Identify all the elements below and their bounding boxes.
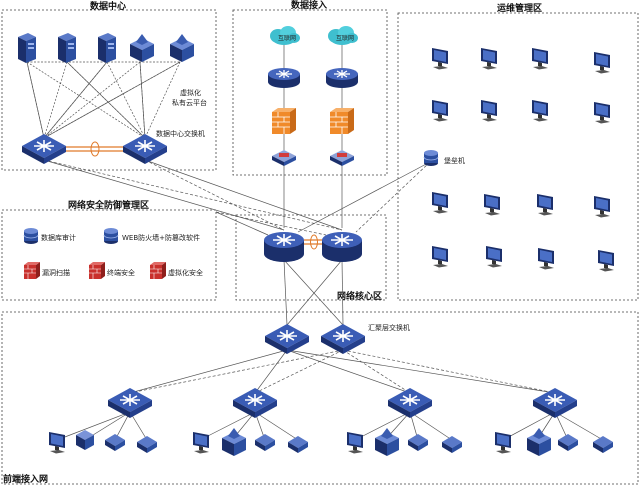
- virtual-platform-label-1: 虚拟化: [180, 88, 201, 97]
- database-icon: [103, 227, 119, 245]
- monitor-icon: [432, 48, 448, 70]
- monitor-icon: [537, 194, 553, 216]
- cloud-label-2: 互联网: [336, 34, 354, 42]
- database-icon: [423, 149, 439, 167]
- virtual-platform-label-2: 私有云平台: [172, 98, 207, 107]
- zone-label-data-access: 数据接入: [291, 0, 327, 11]
- access-switch-icon: [532, 387, 578, 419]
- monitor-icon: [484, 194, 500, 216]
- firewall-icon: [271, 107, 297, 135]
- monitor-icon: [432, 246, 448, 268]
- aggregation-switch-2-icon: [320, 323, 366, 355]
- zone-label-ops: 运维管理区: [497, 2, 542, 14]
- server-icon: [98, 33, 116, 63]
- terminal-cube-icon: [527, 428, 551, 456]
- camera-icon: [593, 436, 613, 453]
- access-switch-icon: [107, 387, 153, 419]
- terminal-cube-icon: [375, 428, 399, 456]
- monitor-icon: [594, 196, 610, 218]
- zone-label-security: 网络安全防御管理区: [68, 199, 149, 211]
- monitor-icon: [495, 432, 511, 454]
- zone-frames: [1, 9, 639, 485]
- bastion-label: 堡垒机: [444, 156, 465, 165]
- camera-icon: [255, 434, 275, 451]
- monitor-icon: [532, 100, 548, 122]
- zone-label-data-center: 数据中心: [90, 0, 126, 12]
- monitor-icon: [49, 432, 65, 454]
- zone-network-core: [235, 214, 387, 301]
- monitor-icon: [598, 250, 614, 272]
- terminal-security-icon: [88, 261, 106, 280]
- appliance-icon: [130, 34, 154, 62]
- monitor-icon: [432, 192, 448, 214]
- vuln-scan-icon: [23, 261, 41, 280]
- zone-label-frontend: 前端接入网: [3, 473, 48, 485]
- zone-data-access: [232, 9, 388, 176]
- firewall-icon: [329, 107, 355, 135]
- monitor-icon: [432, 100, 448, 122]
- data-center-servers: [18, 33, 194, 63]
- terminal-cube-icon: [76, 430, 94, 450]
- dc-switch-label: 数据中心交换机: [156, 129, 205, 138]
- cloud-label-1: 互联网: [278, 34, 296, 42]
- camera-icon: [442, 436, 462, 453]
- dc-switch-2-icon: [122, 133, 168, 165]
- virtual-security-icon: [149, 261, 167, 280]
- router-icon: [267, 67, 301, 89]
- gateway-icon: [330, 150, 354, 166]
- web-firewall-label: WEB防火墙+防篡改软件: [122, 233, 200, 242]
- links: [26, 45, 604, 441]
- server-icon: [58, 33, 76, 63]
- frontend-terminals: [49, 428, 613, 456]
- virtual-security-label: 虚拟化安全: [168, 268, 203, 277]
- monitor-icon: [532, 48, 548, 70]
- monitor-icon: [347, 432, 363, 454]
- vuln-scan-label: 漏洞扫描: [42, 268, 70, 277]
- terminal-security-label: 终端安全: [107, 268, 135, 277]
- core-router-2-icon: [321, 231, 363, 263]
- gateway-icon: [272, 150, 296, 166]
- camera-icon: [105, 434, 125, 451]
- camera-icon: [288, 436, 308, 453]
- zone-ops-management: [397, 12, 639, 301]
- zone-data-center: [1, 9, 217, 171]
- access-switch-icon: [232, 387, 278, 419]
- monitor-icon: [594, 102, 610, 124]
- core-router-1-icon: [263, 231, 305, 263]
- zone-frontend-access: [1, 311, 639, 485]
- server-icon: [18, 33, 36, 63]
- appliance-icon: [170, 34, 194, 62]
- camera-icon: [408, 434, 428, 451]
- monitor-icon: [486, 246, 502, 268]
- access-switch-icon: [387, 387, 433, 419]
- monitor-icon: [594, 52, 610, 74]
- monitor-icon: [193, 432, 209, 454]
- camera-icon: [137, 436, 157, 453]
- terminal-cube-icon: [222, 428, 246, 456]
- zone-label-core: 网络核心区: [337, 290, 382, 302]
- monitor-icon: [481, 100, 497, 122]
- dc-switch-1-icon: [21, 133, 67, 165]
- camera-icon: [558, 434, 578, 451]
- aggregation-switch-1-icon: [264, 323, 310, 355]
- monitor-icon: [481, 48, 497, 70]
- zone-security-defense: [1, 209, 217, 301]
- database-icon: [23, 227, 39, 245]
- aggregation-switch-label: 汇聚层交换机: [368, 323, 410, 332]
- db-audit-label: 数据库审计: [41, 233, 76, 242]
- monitor-icon: [538, 248, 554, 270]
- router-icon: [325, 67, 359, 89]
